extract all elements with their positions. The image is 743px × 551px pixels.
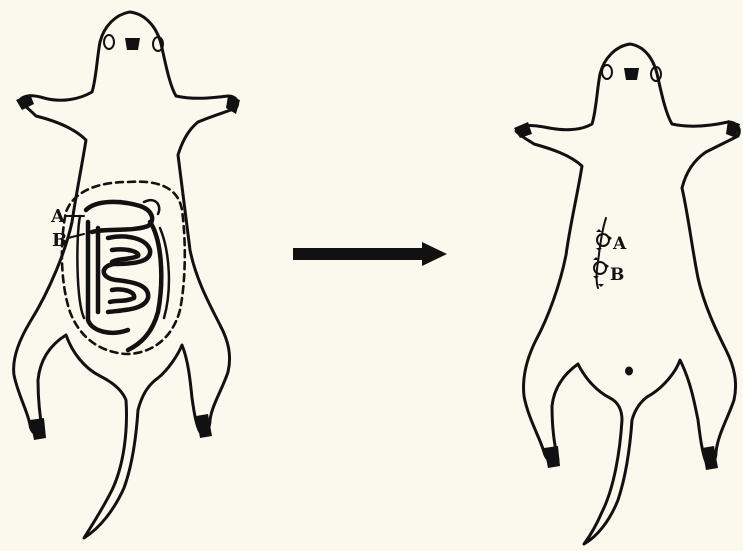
left-rat-ear-left — [104, 35, 114, 49]
right-label-b: B — [610, 265, 624, 285]
left-rat-body-outline — [14, 12, 238, 538]
right-rat-body-outline — [516, 44, 739, 544]
left-intestine — [77, 200, 169, 350]
right-rat-nose — [624, 68, 639, 80]
left-label-b: B — [52, 230, 67, 251]
right-rat-hind-paw-left — [544, 446, 560, 468]
right-rat-navel — [625, 367, 633, 376]
left-rat-hind-paw-left — [30, 418, 46, 440]
transfer-arrow — [293, 242, 447, 266]
left-label-a: A — [50, 206, 66, 227]
left-rat: A B — [14, 12, 240, 538]
right-rat-ear-left — [602, 65, 612, 79]
right-rat: A B — [514, 44, 740, 544]
graft-b-ring — [594, 262, 606, 274]
arrow-head — [422, 242, 447, 266]
right-label-a: A — [612, 234, 627, 254]
left-incision-dashed-outline — [62, 182, 185, 354]
arrow-shaft — [293, 248, 425, 260]
graft-incision-line — [597, 218, 607, 288]
left-rat-nose — [125, 38, 140, 50]
graft-a-ring — [597, 234, 609, 246]
